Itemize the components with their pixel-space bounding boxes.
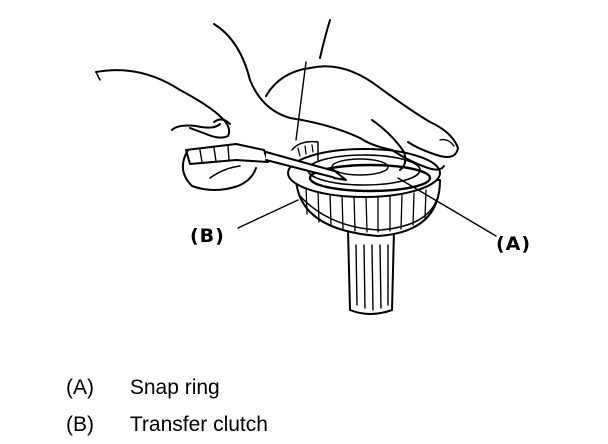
legend-code: (B) xyxy=(66,413,94,436)
right-hand xyxy=(213,19,459,171)
output-shaft xyxy=(347,229,395,315)
legend-text: Snap ring xyxy=(129,376,220,399)
legend-text: Transfer clutch xyxy=(129,413,268,436)
legend-item-snap-ring: (A) Snap ring xyxy=(66,374,220,402)
screwdriver xyxy=(185,143,347,181)
legend-code: (A) xyxy=(66,376,94,399)
callout-label-b: (B) xyxy=(190,225,225,247)
legend-item-transfer-clutch: (B) Transfer clutch xyxy=(66,411,268,439)
callout-label-a: (A) xyxy=(496,233,531,255)
left-hand xyxy=(95,69,257,191)
leader-line-a xyxy=(397,177,497,237)
leader-line-b xyxy=(237,199,299,229)
snap-ring xyxy=(308,163,432,193)
snap-ring-removal-illustration: (B) (A) xyxy=(95,19,531,315)
